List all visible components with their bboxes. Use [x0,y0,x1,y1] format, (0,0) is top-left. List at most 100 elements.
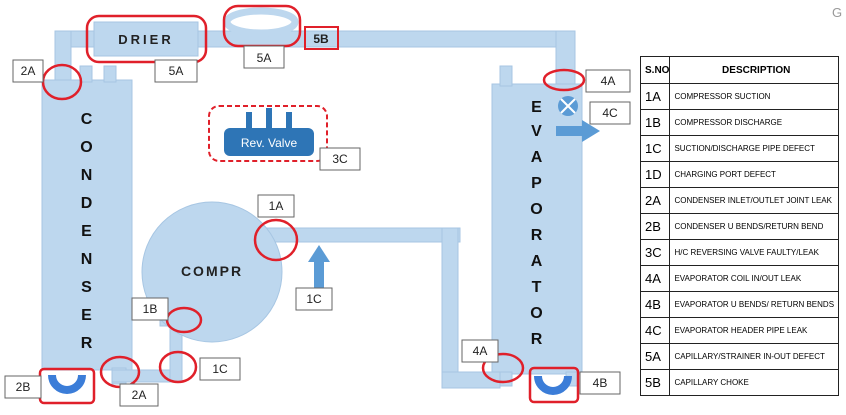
callout-1a: 1A [269,199,284,213]
rev-valve-stem-3 [286,112,292,132]
evaporator-bottom-stub-1 [499,371,513,387]
ring-4a-bottom [481,352,525,384]
row-description: CONDENSER INLET/OUTLET JOINT LEAK [669,187,839,214]
row-description: CAPILLARY CHOKE [669,369,839,396]
condenser-u-bend-icon [48,374,86,394]
condenser-letter: N [81,251,94,268]
capillary-coil [223,7,299,37]
row-description: CONDENSER U BENDS/RETURN BEND [669,213,839,240]
callout-4c: 4C [602,106,618,120]
row-description: CAPILLARY/STRAINER IN-OUT DEFECT [669,343,839,370]
row-code: 2B [639,213,671,240]
condenser-top-stub [54,30,72,87]
row-description: EVAPORATOR COIL IN/OUT LEAK [669,265,839,292]
row-code: 4B [639,291,671,318]
ring-5a-drier [85,14,208,64]
callout-2a-top: 2A [21,64,36,78]
callout-5a-capillary: 5A [257,51,272,65]
evaporator-letter: A [531,253,544,270]
ring-1a [253,218,299,262]
callout-4a-top: 4A [601,74,616,88]
compressor [141,201,283,343]
evaporator-top-stub [555,30,576,87]
row-description: COMPRESSOR DISCHARGE [669,109,839,136]
evaporator-letter: E [531,99,543,116]
suction-pipe-drop [441,227,459,389]
pipe-network [41,30,583,389]
row-code: 4A [639,265,671,292]
rev-valve-label: Rev. Valve [241,136,298,150]
ring-4b [528,366,580,404]
table-header-row: S.NO DESCRIPTION [639,56,839,84]
row-description: CHARGING PORT DEFECT [669,161,839,188]
callout-1c-bottom: 1C [212,362,228,376]
condenser-coil [41,79,133,371]
evaporator-letter: P [531,175,543,192]
evaporator-letter: R [531,227,544,244]
row-description: EVAPORATOR U BENDS/ RETURN BENDS [669,291,839,318]
row-code: 2A [639,187,671,214]
rev-valve-stem-2 [266,108,272,132]
row-description: H/C REVERSING VALVE FAULTY/LEAK [669,239,839,266]
ring-1c [158,350,198,384]
evaporator-letter: R [531,331,544,348]
callout-5a-drier: 5A [169,64,184,78]
condenser-letter: C [81,111,94,128]
evaporator-letter: O [530,305,543,322]
valve-icon [558,96,578,116]
column-header-sno: S.NO [639,56,671,84]
callout-1b: 1B [143,302,158,316]
condenser-letter: N [81,167,94,184]
callout-3c: 3C [332,152,348,166]
evaporator-letter: O [530,201,543,218]
arrow-1c-icon [308,245,330,290]
row-code: 4C [639,317,671,344]
condenser-letter: D [81,195,94,212]
rev-valve-stem-1 [246,112,252,132]
row-description: EVAPORATOR HEADER PIPE LEAK [669,317,839,344]
condenser-letter: E [81,223,93,240]
defect-highlights [38,4,586,405]
rev-valve-highlight [208,105,328,162]
row-code: 1B [639,109,671,136]
row-code: 5B [639,369,671,396]
condenser-port-2 [103,65,117,83]
compressor-label: COMPR [181,263,243,279]
rev-valve-body [224,128,314,156]
callout-labels: 2A 5A 5A 5B 4A 4C 3C 1A 1C 1B 1C 2B 2A 4… [4,32,631,407]
ring-5b [304,26,339,50]
row-code: 1A [639,83,671,110]
condenser-letter: S [81,279,93,296]
row-description: SUCTION/DISCHARGE PIPE DEFECT [669,135,839,162]
row-code: 3C [639,239,671,266]
evaporator-letters: E V A P O R A T O R [530,99,544,348]
row-code: 1D [639,161,671,188]
evaporator-letter: A [531,149,544,166]
corner-mark: G [832,5,843,20]
condenser-letter: E [81,307,93,324]
evaporator-letter: T [532,279,543,296]
row-code: 5A [639,343,671,370]
row-code: 1C [639,135,671,162]
callout-1c: 1C [306,292,322,306]
arrow-4c-icon [556,120,600,142]
drier [93,21,199,57]
evaporator-port [499,65,513,87]
callout-2a-bottom: 2A [132,388,147,402]
ring-4a-top [542,68,586,92]
condenser-letter: O [80,139,93,156]
